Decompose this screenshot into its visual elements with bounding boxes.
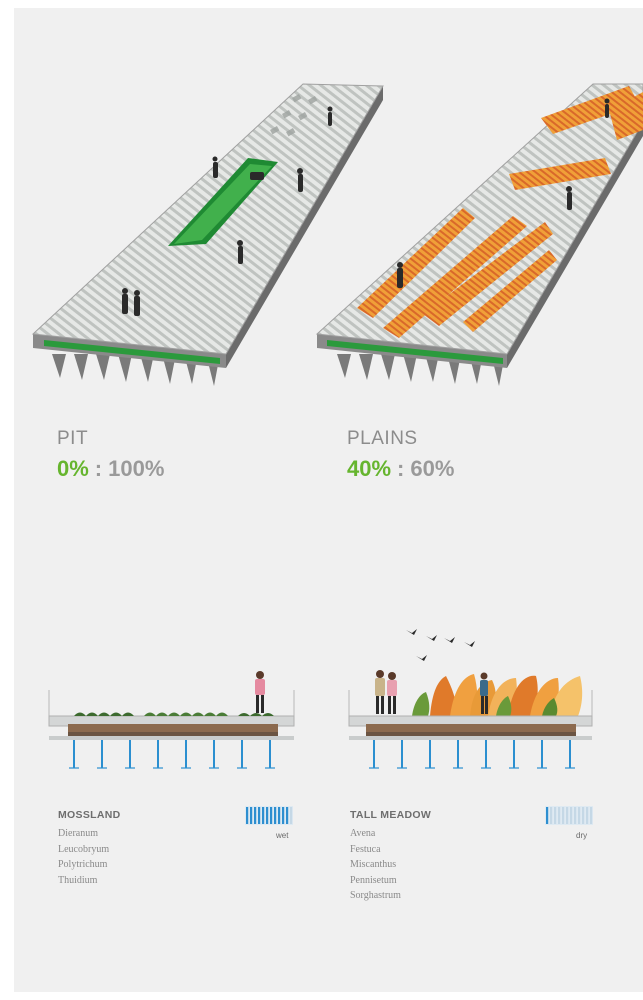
tall-meadow-section-illustration [348, 629, 593, 769]
pit-title: PIT [57, 428, 89, 449]
mossland-title: MOSSLAND [58, 809, 121, 821]
plains-title: PLAINS [347, 428, 418, 449]
meter-segment [246, 807, 249, 824]
meter-segment [286, 807, 289, 824]
meter-segment [274, 807, 277, 824]
species-item: Pennisetum [350, 874, 397, 886]
species-item: Dieranum [58, 828, 98, 839]
meter-segment [586, 807, 589, 824]
pit-ratio: 0%:100% [57, 456, 164, 482]
plains-ratio-green: 40% [347, 456, 392, 481]
species-item: Avena [350, 828, 376, 839]
meter-segment [282, 807, 285, 824]
species-item: Thuidium [58, 874, 98, 886]
pit-people [122, 106, 333, 316]
species-item: Festuca [350, 843, 381, 855]
mossland-section-illustration [48, 671, 295, 769]
birds-icon [406, 629, 475, 661]
meter-segment [550, 807, 553, 824]
meter-segment [546, 807, 549, 824]
meadow-people [375, 670, 488, 714]
meter-segment [266, 807, 269, 824]
meter-segment [262, 807, 265, 824]
meter-segment [554, 807, 557, 824]
pit-deck-illustration [31, 83, 384, 386]
plains-ratio-other: 60% [410, 456, 455, 481]
species-item: Polytrichum [58, 859, 108, 870]
species-item: Leucobryum [58, 843, 110, 855]
meter-segment [578, 807, 581, 824]
meter-segment [258, 807, 261, 824]
mossland-moisture-meter [245, 806, 293, 825]
meter-segment [278, 807, 281, 824]
meter-segment [566, 807, 569, 824]
meter-segment [290, 807, 293, 824]
tall-meadow-title: TALL MEADOW [350, 809, 432, 821]
plains-ratio: 40%:60% [347, 456, 454, 482]
meter-segment [558, 807, 561, 824]
meter-segment [574, 807, 577, 824]
mossland-moisture-label: wet [276, 831, 289, 840]
meter-segment [250, 807, 253, 824]
mossland-person [255, 671, 265, 713]
pit-ratio-other: 100% [108, 456, 165, 481]
plains-meadow-patches [357, 86, 643, 338]
pit-ratio-green: 0% [57, 456, 89, 481]
species-item: Miscanthus [350, 859, 397, 870]
species-item: Sorghastrum [350, 890, 401, 901]
plains-people [397, 98, 610, 288]
tall-meadow-moisture-label: dry [576, 831, 588, 840]
mossland-species-list: Dieranum Leucobryum Polytrichum Thuidium [58, 826, 109, 888]
tall-meadow-species-list: Avena Festuca Miscanthus Pennisetum Sorg… [350, 826, 401, 904]
meter-segment [254, 807, 257, 824]
meter-segment [562, 807, 565, 824]
tall-meadow-moisture-meter [545, 806, 593, 825]
pit-ratio-separator: : [94, 456, 103, 481]
meter-segment [582, 807, 585, 824]
meter-segment [270, 807, 273, 824]
meter-segment [590, 807, 593, 824]
meter-segment [570, 807, 573, 824]
plains-ratio-separator: : [397, 456, 405, 481]
tall-grass [412, 674, 583, 716]
plains-deck-illustration [315, 83, 643, 386]
